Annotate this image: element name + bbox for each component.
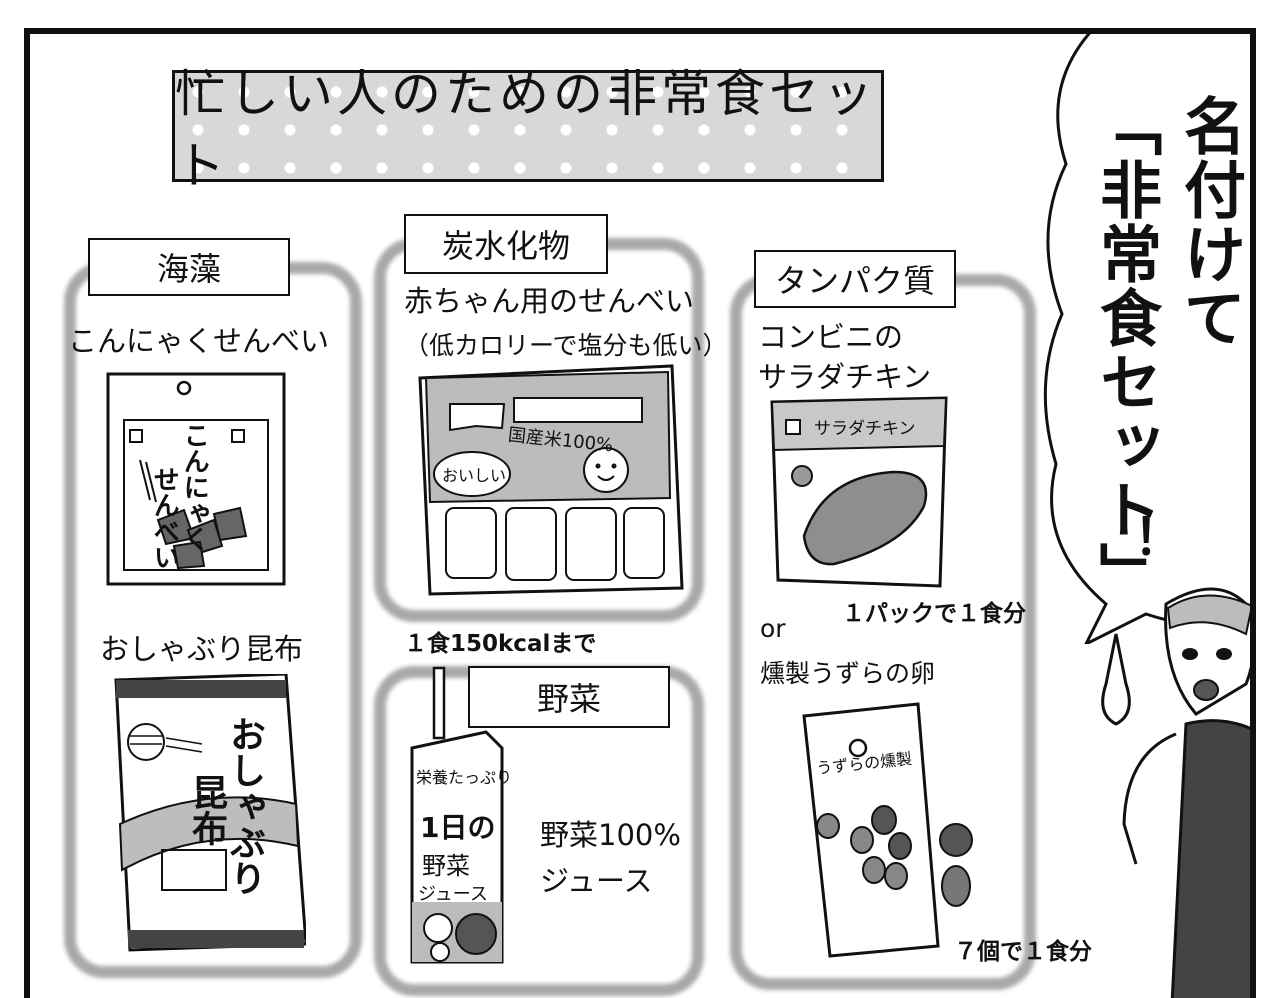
- bubble-text-1: 名付けて: [1173, 94, 1246, 350]
- vegetable-juice-caption-1: 野菜100%: [540, 818, 681, 852]
- speech-bubble: [1043, 34, 1250, 644]
- oshaburi-konbu-caption: おしゃぶり昆布: [100, 632, 304, 666]
- comic-panel: 忙しい人のための非常食セット 海藻 こんにゃくせんべい こんにゃく せんべい お…: [24, 28, 1256, 998]
- salad-chicken-pkg-text: サラダチキン: [814, 419, 916, 439]
- konjac-senbei-caption: こんにゃくせんべい: [68, 324, 330, 358]
- konbu-pkg-text-a: おしゃぶり: [224, 716, 265, 896]
- woman-character-illustration: [1101, 587, 1250, 998]
- protein-label: タンパク質: [754, 250, 956, 308]
- baby-senbei-pkg-text-b: おいしい: [442, 466, 507, 485]
- calorie-limit: １食150kcalまで: [404, 631, 597, 657]
- oshaburi-konbu-illustration: [114, 674, 306, 952]
- bubble-text-3: ！: [1102, 514, 1160, 566]
- carbs-label: 炭水化物: [404, 214, 608, 274]
- baby-senbei-illustration: [418, 364, 684, 596]
- vegetable-juice-caption-2: ジュース: [540, 864, 653, 898]
- page-title: 忙しい人のための非常食セット: [175, 65, 877, 195]
- quail-egg-portion: ７個で１食分: [954, 939, 1092, 965]
- carbs-label-text: 炭水化物: [441, 227, 570, 265]
- konbu-pkg-text-b: 昆布: [186, 774, 227, 846]
- baby-senbei-note: （低カロリーで塩分も低い）: [404, 331, 728, 360]
- salad-chicken-caption-2: サラダチキン: [758, 360, 932, 394]
- konjac-pkg-text-2: せんべい: [149, 466, 180, 570]
- konjac-senbei-illustration: [106, 372, 286, 586]
- or-text: or: [760, 614, 786, 643]
- juice-pkg-text-b: 1日の: [420, 811, 496, 844]
- carbs-frame: [374, 238, 704, 622]
- konjac-pkg-text-1: こんにゃく: [179, 422, 210, 552]
- juice-pkg-text-d: ジュース: [418, 884, 488, 905]
- quail-egg-caption: 燻製うずらの卵: [760, 659, 936, 688]
- bubble-text-2: 「非常食セット」: [1089, 94, 1162, 606]
- protein-label-text: タンパク質: [774, 262, 935, 300]
- juice-pkg-text-a: 栄養たっぷり: [416, 768, 513, 787]
- seaweed-label-text: 海藻: [156, 250, 221, 288]
- salad-chicken-illustration: [770, 396, 948, 588]
- salad-chicken-caption-1: コンビニの: [758, 320, 904, 354]
- title-banner: 忙しい人のための非常食セット: [172, 65, 884, 195]
- seaweed-label: 海藻: [88, 238, 290, 296]
- baby-senbei-caption: 赤ちゃん用のせんべい: [404, 284, 695, 318]
- vegetable-juice-illustration: [410, 666, 504, 964]
- salad-chicken-portion: １パックで１食分: [842, 601, 1026, 627]
- vegetables-label-text: 野菜: [536, 680, 601, 718]
- juice-pkg-text-c: 野菜: [422, 852, 470, 880]
- vegetables-label: 野菜: [468, 666, 670, 728]
- quail-egg-illustration: [802, 702, 973, 958]
